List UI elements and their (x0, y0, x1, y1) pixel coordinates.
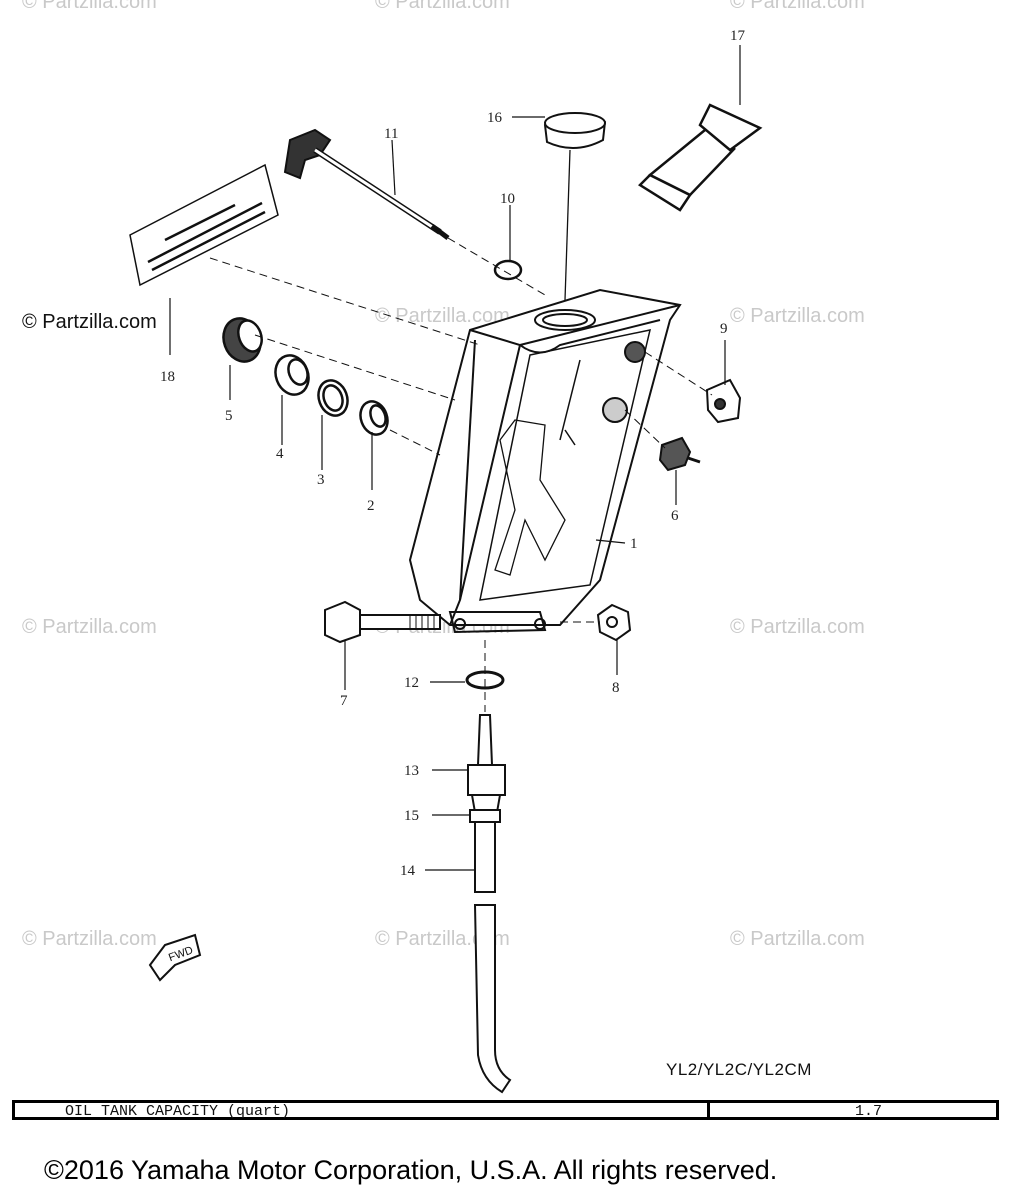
callout-6: 6 (671, 508, 679, 524)
hex-bolt (324, 600, 441, 644)
callout-12: 12 (404, 675, 419, 691)
rubber-damper (658, 436, 701, 472)
callout-17: 17 (730, 28, 746, 44)
callout-13: 13 (404, 763, 419, 779)
callout-3: 3 (317, 472, 325, 488)
capacity-table: OIL TANK CAPACITY (quart) 1.7 (12, 1100, 999, 1120)
callout-7: 7 (340, 693, 348, 709)
capacity-label: OIL TANK CAPACITY (quart) (65, 1103, 291, 1120)
leader-lines (169, 45, 741, 871)
callout-16: 16 (487, 110, 503, 126)
watermark: © Partzilla.com (22, 616, 157, 638)
oil-outlet-assembly (467, 714, 512, 1094)
watermark: © Partzilla.com (375, 0, 510, 13)
fwd-arrow-icon: FWD (148, 933, 202, 982)
tank-strap (638, 103, 763, 212)
hex-nut (596, 603, 632, 642)
table-divider (707, 1100, 710, 1120)
watermark: © Partzilla.com (730, 305, 865, 327)
callout-11: 11 (384, 126, 398, 142)
label-decal (129, 163, 279, 287)
watermark: © Partzilla.com (730, 928, 865, 950)
callout-2: 2 (367, 498, 375, 514)
callout-15: 15 (404, 808, 419, 824)
watermark: © Partzilla.com (730, 0, 865, 13)
filler-cap (543, 112, 607, 301)
watermark: © Partzilla.com (22, 928, 157, 950)
model-code: YL2/YL2C/YL2CM (666, 1060, 812, 1079)
capacity-value: 1.7 (855, 1103, 883, 1120)
seal-set (222, 317, 389, 436)
alignment-lines (209, 237, 713, 712)
copyright-notice: ©2016 Yamaha Motor Corporation, U.S.A. A… (44, 1155, 778, 1185)
callout-5: 5 (225, 408, 233, 424)
callout-8: 8 (612, 680, 620, 696)
callout-9: 9 (720, 321, 728, 337)
callout-18: 18 (160, 369, 175, 385)
callout-4: 4 (276, 446, 284, 462)
callout-numbers: 1 2 3 4 5 6 7 8 9 10 11 12 13 14 15 16 1… (160, 28, 746, 879)
watermark: © Partzilla.com (22, 311, 157, 333)
square-nut (705, 378, 742, 424)
mounting-bolt (283, 128, 450, 240)
callout-10: 10 (500, 191, 515, 207)
watermark: © Partzilla.com (730, 616, 865, 638)
oil-tank (408, 288, 682, 634)
callout-14: 14 (400, 863, 416, 879)
watermark: © Partzilla.com (22, 0, 157, 13)
callout-1: 1 (630, 536, 638, 552)
washer (493, 259, 523, 281)
